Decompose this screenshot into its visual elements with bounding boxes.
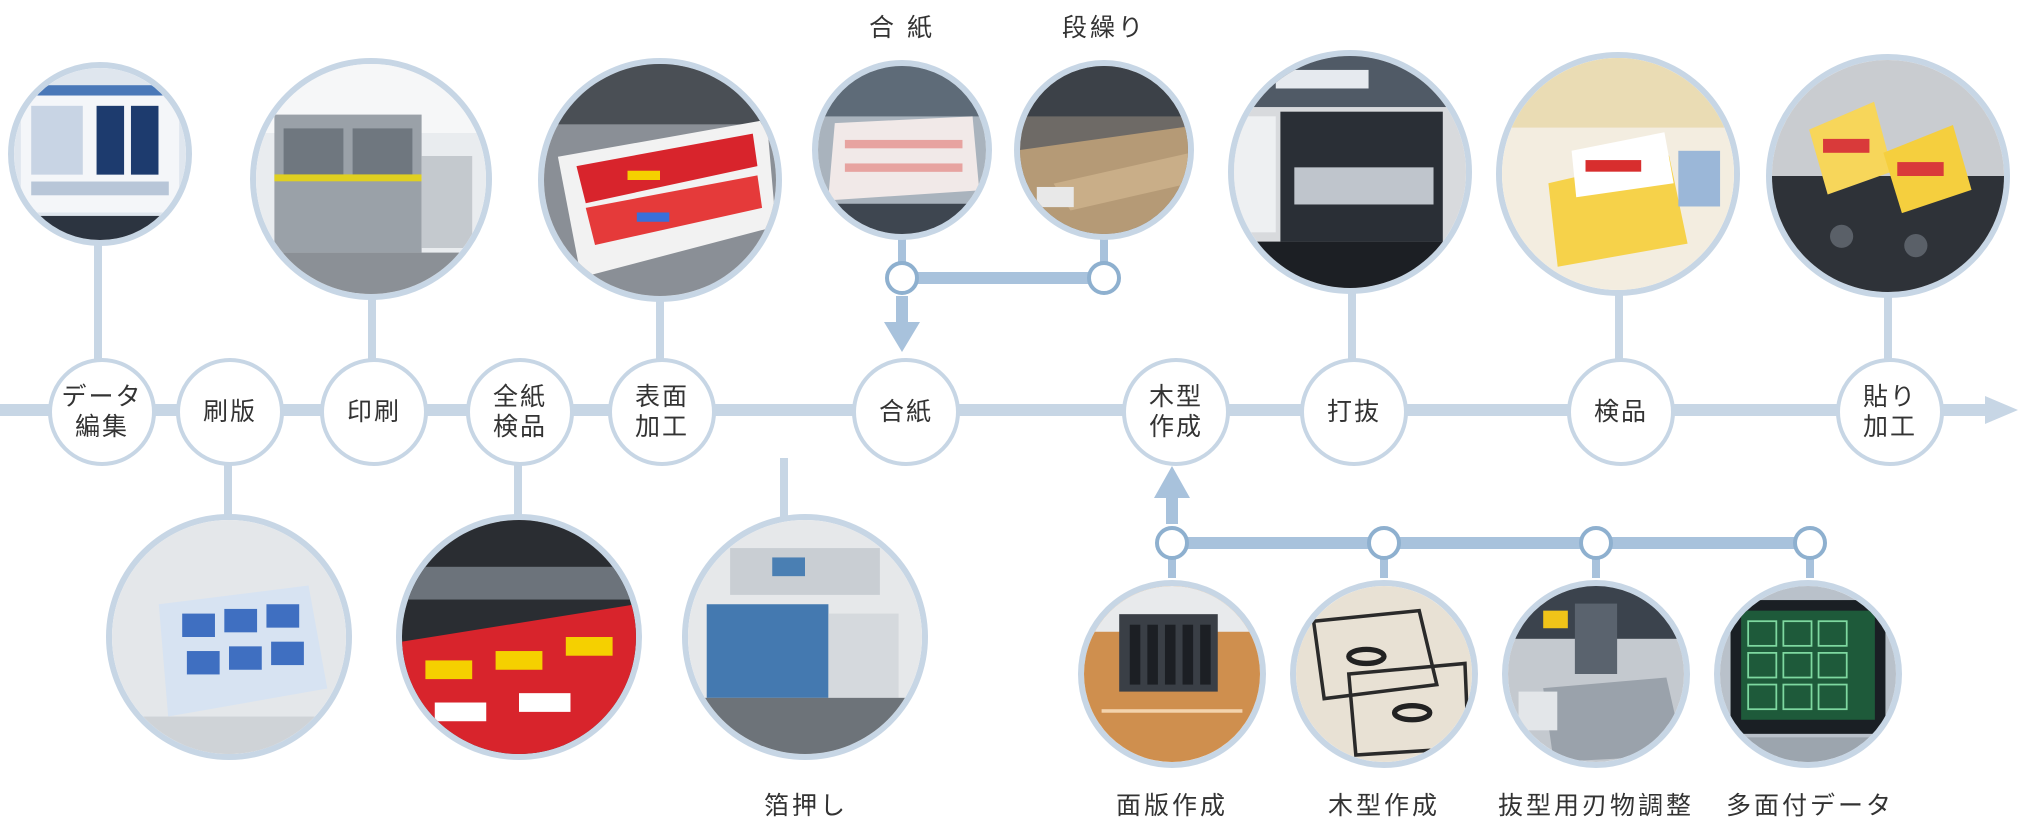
step-label: 印刷 bbox=[346, 398, 401, 426]
branch-top-stem-2 bbox=[1100, 235, 1108, 265]
step-label: 合紙 bbox=[878, 398, 933, 426]
stem-data-edit bbox=[94, 242, 102, 362]
step-label: 刷版 bbox=[202, 398, 257, 426]
step-die-cutting: 打抜 bbox=[1300, 358, 1408, 466]
branch-top-down bbox=[896, 296, 908, 326]
flow-arrowhead bbox=[1985, 396, 2018, 424]
stem-gluing bbox=[1884, 290, 1892, 362]
branch-bottom-stem-4 bbox=[1806, 556, 1814, 578]
stem-surface bbox=[656, 298, 664, 362]
branch-bottom-arrow bbox=[1154, 466, 1190, 498]
step-inspection: 検品 bbox=[1567, 358, 1675, 466]
stem-inspection bbox=[1615, 290, 1623, 362]
branch-top-stem-1 bbox=[898, 235, 906, 265]
step-label: 検品 bbox=[1593, 398, 1648, 426]
photo-corrugating bbox=[1014, 60, 1194, 240]
photo-laminating bbox=[812, 60, 992, 240]
branch-bottom-up bbox=[1166, 496, 1178, 524]
branch-top-knot-2 bbox=[1087, 261, 1121, 295]
photo-blade-adjustment bbox=[1502, 580, 1690, 768]
step-label: 木型 作成 bbox=[1148, 383, 1203, 441]
step-surface-finishing: 表面 加工 bbox=[608, 358, 716, 466]
branch-bottom-knot-4 bbox=[1793, 526, 1827, 560]
step-sheet-inspection: 全紙 検品 bbox=[466, 358, 574, 466]
step-laminating: 合紙 bbox=[852, 358, 960, 466]
caption-face-plate: 面版作成 bbox=[1115, 792, 1229, 820]
stem-foil bbox=[780, 458, 788, 520]
photo-inspection bbox=[1496, 52, 1740, 296]
photo-multi-up-data bbox=[1714, 580, 1902, 768]
branch-bottom-knot-1 bbox=[1155, 526, 1189, 560]
stem-printing bbox=[368, 298, 376, 362]
caption-corrugating: 段繰り bbox=[1061, 14, 1147, 42]
step-label: 表面 加工 bbox=[634, 383, 689, 441]
caption-foil-stamping: 箔押し bbox=[763, 792, 849, 820]
photo-plate-making bbox=[106, 514, 352, 760]
step-printing: 印刷 bbox=[320, 358, 428, 466]
stem-punching bbox=[1348, 290, 1356, 362]
step-gluing: 貼り 加工 bbox=[1836, 358, 1944, 466]
branch-top-arrow bbox=[884, 322, 920, 352]
step-plate-making: 刷版 bbox=[176, 358, 284, 466]
branch-bottom-stem-1 bbox=[1168, 556, 1176, 578]
step-label: データ 編集 bbox=[61, 383, 143, 441]
photo-sheet-inspection bbox=[396, 514, 642, 760]
step-label: 打抜 bbox=[1326, 398, 1381, 426]
step-label: 全紙 検品 bbox=[492, 383, 547, 441]
caption-laminating: 合 紙 bbox=[869, 14, 935, 42]
step-data-editing: データ 編集 bbox=[48, 358, 156, 466]
branch-bottom-stem-3 bbox=[1592, 556, 1600, 578]
photo-printing-press bbox=[250, 58, 492, 300]
caption-multi-up-data: 多面付データ bbox=[1725, 792, 1895, 820]
branch-top-knot-1 bbox=[885, 261, 919, 295]
branch-bottom-knot-2 bbox=[1367, 526, 1401, 560]
branch-top-bar bbox=[902, 272, 1104, 284]
step-label: 貼り 加工 bbox=[1862, 383, 1917, 441]
branch-bottom-bar bbox=[1172, 537, 1812, 549]
stem-sheet-inspection bbox=[514, 458, 522, 520]
photo-foil-stamping bbox=[682, 514, 928, 760]
step-die-making: 木型 作成 bbox=[1122, 358, 1230, 466]
stem-plate bbox=[224, 458, 232, 518]
branch-bottom-knot-3 bbox=[1579, 526, 1613, 560]
photo-die-cutting bbox=[1228, 50, 1472, 294]
caption-wooden-die: 木型作成 bbox=[1327, 792, 1441, 820]
caption-blade-adjustment: 抜型用刃物調整 bbox=[1497, 792, 1695, 820]
photo-wooden-die bbox=[1290, 580, 1478, 768]
photo-surface-finishing bbox=[538, 58, 782, 302]
main-flow-line bbox=[0, 404, 1985, 416]
photo-face-plate bbox=[1078, 580, 1266, 768]
photo-gluing bbox=[1766, 54, 2010, 298]
branch-bottom-stem-2 bbox=[1380, 556, 1388, 578]
photo-data-editing bbox=[8, 62, 192, 246]
